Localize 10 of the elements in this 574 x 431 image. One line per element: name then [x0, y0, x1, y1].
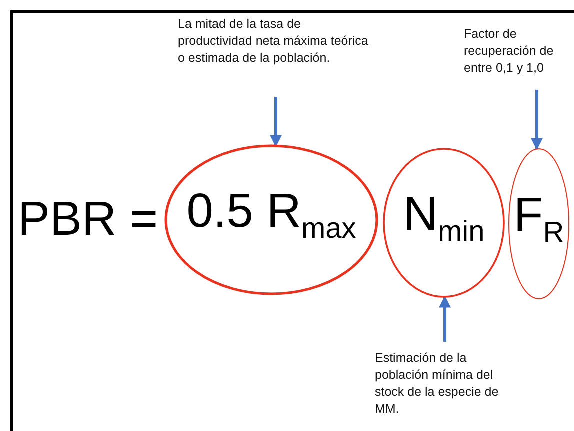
arrow — [531, 90, 543, 150]
formula-term: F$_{R}$ — [514, 192, 564, 248]
formula-term: N$_{min}$ — [403, 191, 485, 247]
formula-term: PBR = — [18, 196, 158, 244]
arrow — [270, 97, 282, 148]
annotation-text: La mitad de la tasa de productividad neta máxima teórica o estimada de la población. — [178, 16, 373, 88]
arrow — [439, 296, 451, 342]
annotation-text: Factor de recuperación de entre 0,1 y 1,0 — [464, 26, 572, 80]
annotation-text: Estimación de la población mínima del stock de la especie de MM. — [375, 350, 500, 422]
formula-term: 0.5 R$_{max}$ — [186, 188, 356, 244]
